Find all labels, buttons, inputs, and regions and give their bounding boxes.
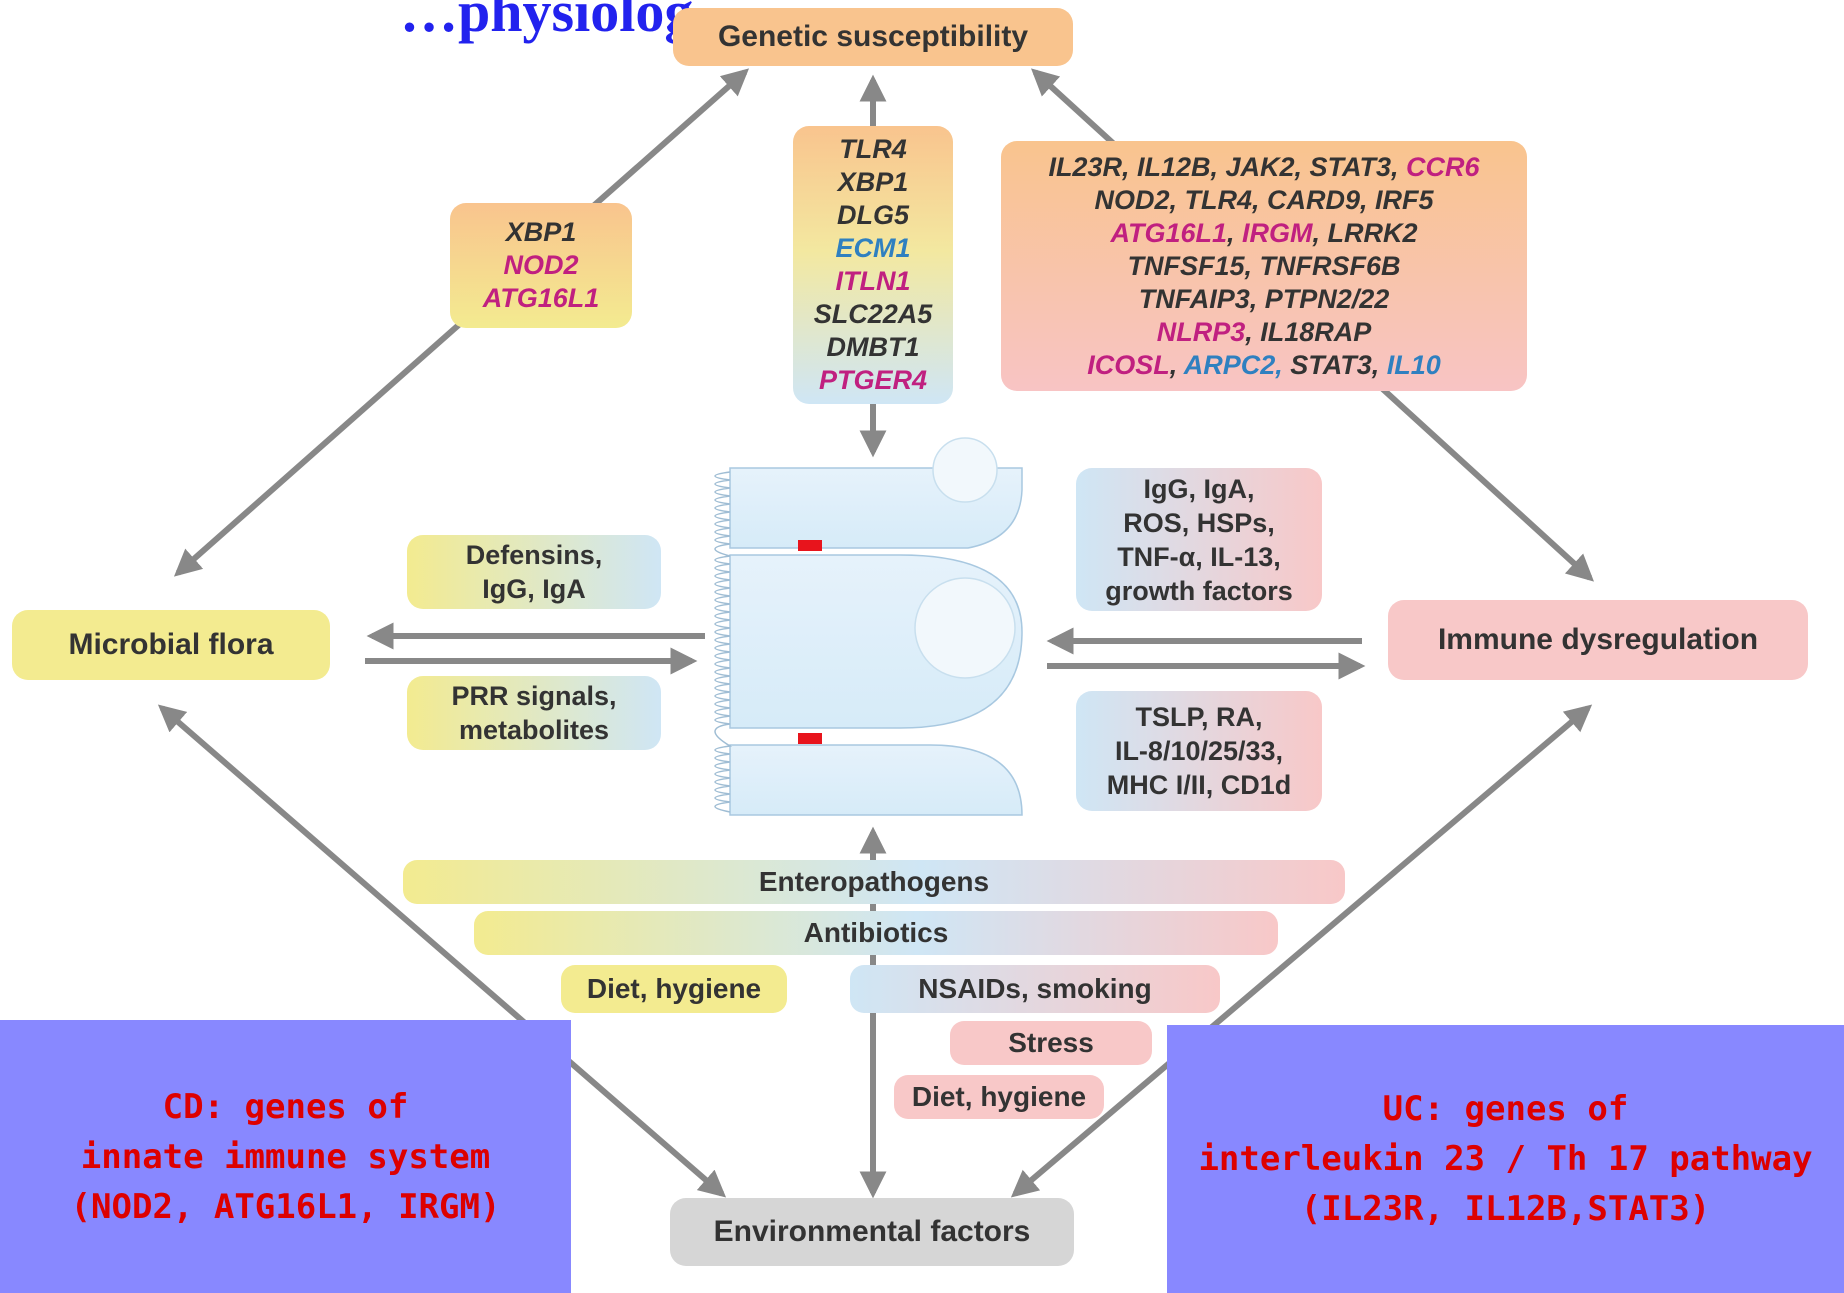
factor-diet-hygiene-right: Diet, hygiene [894, 1075, 1104, 1119]
gene-name: SLC22A5 [813, 299, 933, 329]
gene-line: IL23R, IL12B, JAK2, STAT3, CCR6 [1048, 151, 1479, 184]
gene-name: ICOSL [1087, 349, 1170, 380]
epithelium-illustration [714, 437, 1023, 816]
arrow-microbial-environmental [157, 704, 727, 1198]
gene-name: ARPC2, [1183, 349, 1283, 380]
gene-name: PTGER4 [818, 365, 928, 395]
gene-line: ECM1 [835, 232, 910, 265]
gene-name: IL23R, IL12B, JAK2, STAT3, [1048, 151, 1407, 182]
gene-name: ITLN1 [835, 266, 911, 296]
gene-line: DMBT1 [827, 331, 920, 364]
gene-name: STAT3, [1282, 349, 1387, 380]
gene-name: NLRP3 [1156, 316, 1246, 347]
gene-name: TNFSF15, TNFRSF6B [1127, 250, 1401, 281]
gene-line: NOD2, TLR4, CARD9, IRF5 [1094, 184, 1433, 217]
gene-name: IRGM [1242, 217, 1313, 248]
gene-name: XBP1 [505, 217, 577, 247]
environmental-factors-node: Environmental factors [670, 1198, 1074, 1266]
gene-name: DLG5 [836, 200, 909, 230]
gene-name: , [1169, 349, 1184, 380]
gene-name: ATG16L1 [1110, 217, 1227, 248]
gene-line: SLC22A5 [814, 298, 933, 331]
gene-name: TLR4 [839, 134, 907, 164]
immune-dysregulation-node: Immune dysregulation [1388, 600, 1808, 680]
gene-line: ATG16L1 [483, 282, 600, 315]
factor-nsaids-smoking: NSAIDs, smoking [850, 965, 1220, 1013]
gene-name: DMBT1 [826, 332, 920, 362]
gene-line: NLRP3, IL18RAP [1157, 316, 1372, 349]
gene-line: TNFAIP3, PTPN2/22 [1139, 283, 1390, 316]
signal-box-defensins: Defensins,IgG, IgA [407, 535, 661, 609]
gene-name: ATG16L1 [482, 283, 600, 313]
gene-line: ATG16L1, IRGM, LRRK2 [1110, 217, 1417, 250]
gene-line: PTGER4 [819, 364, 927, 397]
gene-name: ECM1 [835, 233, 911, 263]
factor-stress: Stress [950, 1021, 1152, 1065]
signal-box-igg-ros: IgG, IgA,ROS, HSPs, TNF-α, IL-13,growth … [1076, 468, 1322, 611]
gene-name: TNFAIP3, PTPN2/22 [1138, 283, 1390, 314]
signal-box-tslp: TSLP, RA,IL-8/10/25/33, MHC I/II, CD1d [1076, 691, 1322, 811]
gene-name: NOD2, TLR4, CARD9, IRF5 [1094, 184, 1434, 215]
factor-diet-hygiene-left: Diet, hygiene [561, 965, 787, 1013]
microbial-flora-node: Microbial flora [12, 610, 330, 680]
gene-line: ICOSL, ARPC2, STAT3, IL10 [1087, 349, 1441, 382]
signal-box-prr: PRR signals,metabolites [407, 676, 661, 750]
gene-name: NOD2 [503, 250, 579, 280]
gene-name: , [1227, 217, 1243, 248]
gene-line: DLG5 [837, 199, 909, 232]
gene-name: CCR6 [1406, 151, 1480, 182]
factor-antibiotics: Antibiotics [474, 911, 1278, 955]
gene-line: XBP1 [838, 166, 909, 199]
gene-line: TNFSF15, TNFRSF6B [1127, 250, 1400, 283]
gene-line: TLR4 [839, 133, 907, 166]
gene-name: , LRRK2 [1312, 217, 1418, 248]
gene-line: ITLN1 [835, 265, 910, 298]
gene-name: IL10 [1386, 349, 1441, 380]
gene-line: NOD2 [503, 249, 578, 282]
gene-line: XBP1 [506, 216, 577, 249]
arrow-immune-environmental [1010, 704, 1593, 1198]
gene-name: , IL18RAP [1245, 316, 1372, 347]
factor-enteropathogens: Enteropathogens [403, 860, 1345, 904]
genetic-susceptibility-node: Genetic susceptibility [673, 8, 1073, 66]
gene-name: XBP1 [837, 167, 909, 197]
